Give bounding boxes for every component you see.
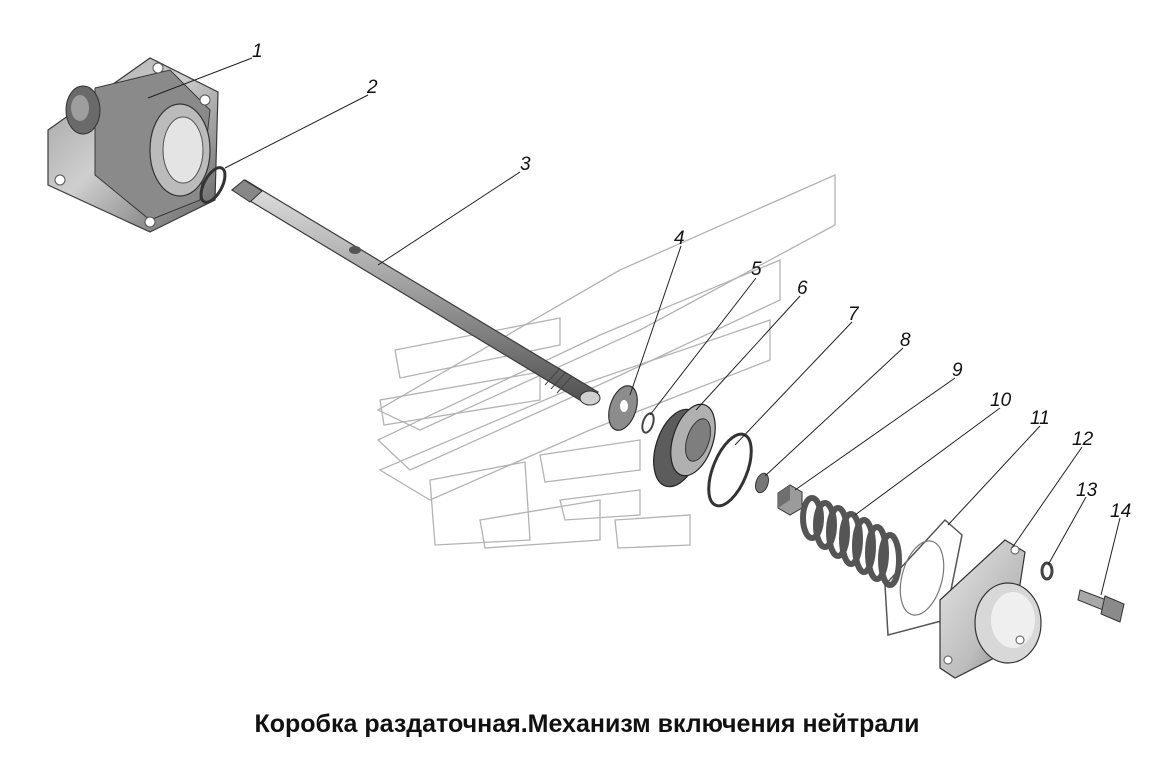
callout-14: 14: [1110, 501, 1131, 522]
part-11-gasket: [884, 518, 963, 636]
leader-line-3: [377, 171, 521, 266]
callout-10: 10: [990, 390, 1012, 411]
callout-8: 8: [900, 330, 911, 351]
part-3-shaft: [230, 179, 601, 406]
part-1-housing: [47, 57, 219, 233]
leader-line-14: [1100, 517, 1121, 596]
leader-line-11: [947, 425, 1041, 526]
callout-12: 12: [1072, 429, 1094, 450]
callout-3: 3: [520, 154, 531, 175]
part-4-washer: [608, 385, 638, 431]
leader-line-10: [854, 407, 1001, 516]
leader-line-7: [734, 321, 853, 446]
leader-line-13: [1047, 496, 1087, 566]
part-6-piston: [653, 403, 716, 488]
diagram-caption: Коробка раздаточная.Механизм включения н…: [254, 710, 920, 738]
leader-line-4: [629, 245, 682, 396]
part-8-washer: [755, 472, 769, 494]
leader-line-2: [224, 94, 369, 169]
callout-1: 1: [252, 41, 263, 62]
part-10-spring: [800, 495, 902, 588]
leader-line-1: [147, 57, 253, 99]
leader-line-6: [695, 295, 801, 411]
leader-line-5: [649, 277, 757, 416]
part-13-lock-washer: [1040, 561, 1054, 581]
leader-line-9: [794, 377, 956, 491]
part-14-bolt: [1077, 589, 1125, 623]
leader-line-8: [764, 347, 904, 477]
callout-7: 7: [848, 304, 860, 325]
callout-2: 2: [366, 77, 378, 98]
leader-lines: [147, 57, 1121, 596]
callout-9: 9: [952, 360, 963, 381]
callout-6: 6: [797, 278, 808, 299]
leader-line-12: [1011, 446, 1083, 549]
callout-11: 11: [1030, 408, 1050, 429]
callout-13: 13: [1076, 480, 1098, 501]
part-9-nut: [777, 484, 803, 516]
callout-5: 5: [751, 259, 762, 280]
part-5-ring: [641, 412, 655, 434]
part-12-cover: [939, 539, 1042, 679]
callout-labels: 1 2 3 4 5 6 7 8 9 10 11 12 13 14: [252, 41, 1131, 522]
callout-4: 4: [674, 228, 685, 249]
part-2-o-ring: [199, 166, 227, 204]
watermark-logo: [376, 174, 836, 549]
